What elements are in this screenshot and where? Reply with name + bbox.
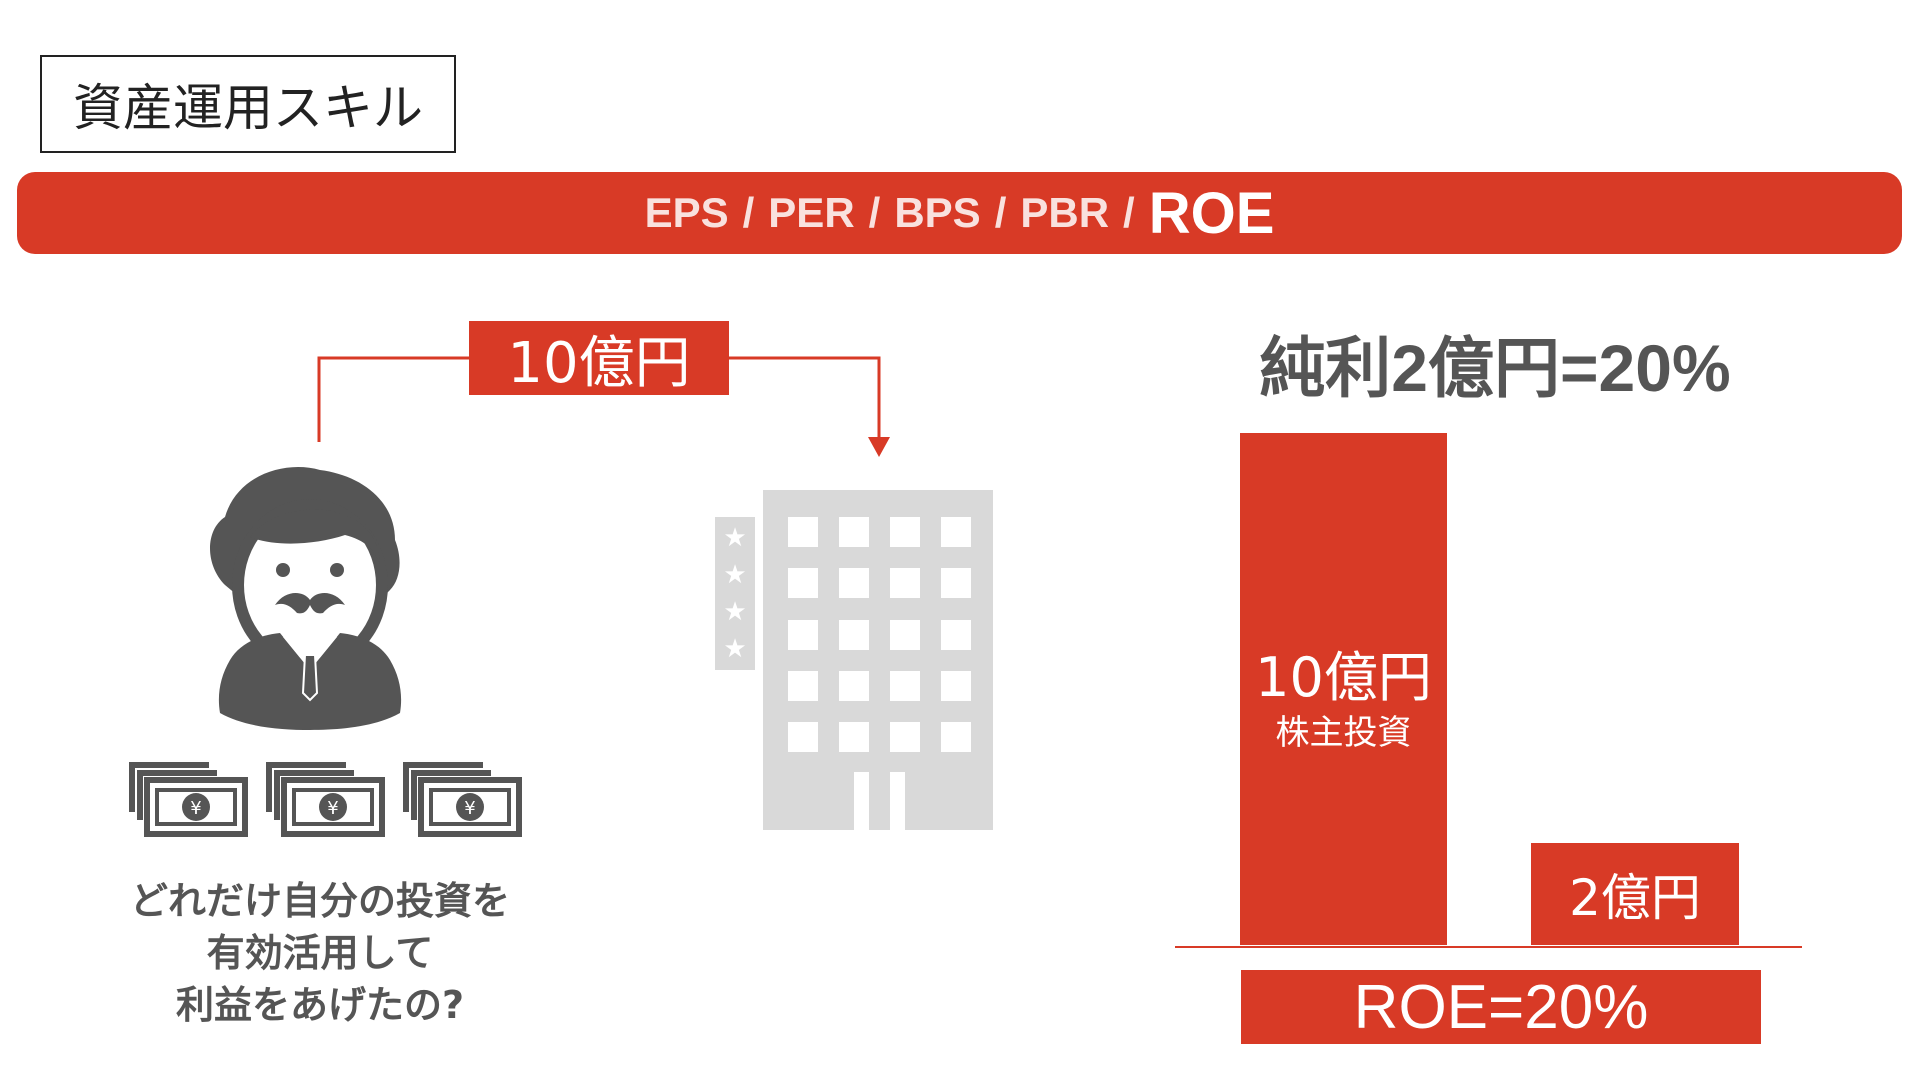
metric-per: PER [768, 189, 855, 236]
page-title: 資産運用スキル [40, 55, 456, 153]
star-icon: ★ [723, 560, 746, 590]
roe-result-label: ROE=20% [1241, 970, 1761, 1044]
question-text: どれだけ自分の投資を 有効活用して 利益をあげたの? [80, 875, 560, 1031]
banknote-stack-3: ¥ [403, 762, 522, 837]
question-line-1: どれだけ自分の投資を [129, 879, 510, 923]
investor-icon [210, 467, 402, 730]
hotel-building-icon: ★ ★ ★ ★ [715, 490, 993, 830]
bar-category-label: 株主投資 [1275, 713, 1412, 753]
bar-value-label: 2億円 [1569, 869, 1701, 927]
building-door [854, 772, 905, 830]
bar-shareholder-investment: 10億円 株主投資 [1240, 433, 1447, 945]
banknote-stack-2: ¥ [266, 762, 385, 837]
flow-line-left [317, 356, 472, 442]
metric-roe: ROE [1148, 180, 1275, 246]
svg-text:¥: ¥ [190, 798, 201, 819]
question-line-3: 利益をあげたの? [175, 983, 465, 1027]
star-icon: ★ [723, 523, 746, 553]
metric-separator: / [868, 189, 881, 236]
star-icon: ★ [723, 597, 746, 627]
metric-separator: / [742, 189, 755, 236]
chart-title: 純利2億円=20% [1180, 315, 1810, 411]
building-windows [788, 517, 971, 752]
arrow-head-icon [868, 437, 890, 457]
metric-pbr: PBR [1020, 189, 1110, 236]
svg-text:¥: ¥ [327, 798, 338, 819]
banknote-stack-1: ¥ [129, 762, 248, 837]
question-line-2: 有効活用して [206, 931, 434, 975]
investment-amount-text: 10億円 [507, 330, 691, 396]
roe-result-text: ROE=20% [1353, 972, 1649, 1042]
bar-value-label: 10億円 [1255, 646, 1432, 709]
bar-net-profit: 2億円 [1531, 843, 1739, 945]
star-icon: ★ [723, 634, 746, 664]
metric-eps: EPS [644, 189, 729, 236]
hotel-sign [715, 517, 755, 670]
metric-bps: BPS [894, 189, 981, 236]
metric-separator: / [1123, 189, 1135, 236]
svg-text:¥: ¥ [464, 798, 475, 819]
metric-separator: / [994, 189, 1007, 236]
metric-banner: EPS / PER / BPS / PBR / ROE [17, 172, 1902, 254]
flow-line-right [727, 356, 881, 440]
chart-title-text: 純利2億円=20% [1259, 331, 1731, 405]
page-title-text: 資産運用スキル [73, 79, 423, 137]
investment-amount-label: 10億円 [469, 321, 729, 396]
chart-baseline [1175, 946, 1802, 948]
yen-banknotes-icon: ¥ ¥ ¥ [129, 762, 522, 837]
